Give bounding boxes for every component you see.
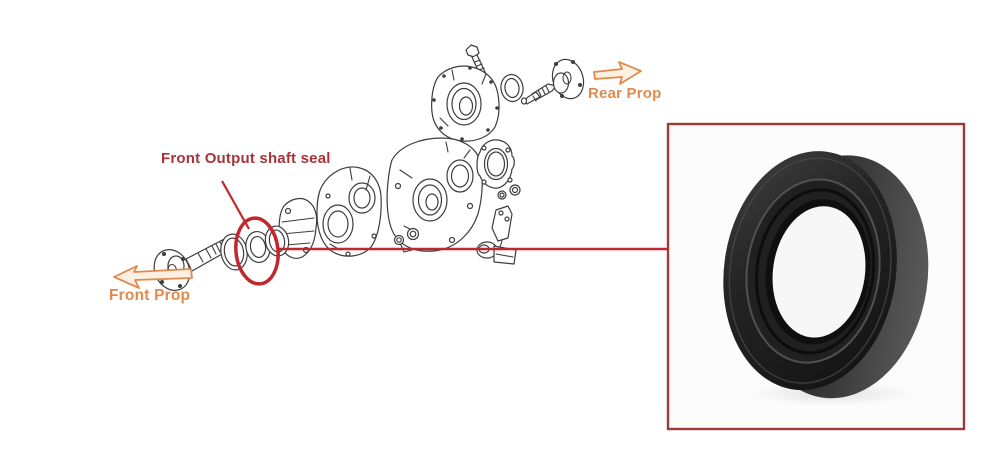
front-prop-arrow-icon <box>113 265 193 289</box>
seal-photo <box>723 151 929 399</box>
rear-retainer-gasket <box>476 139 515 189</box>
bearing-ring <box>220 233 248 271</box>
front-output-seal-label: Front Output shaft seal <box>161 150 331 167</box>
inset-box <box>666 122 966 431</box>
seal-highlight-circle <box>234 216 280 286</box>
front-prop-label: Front Prop <box>109 287 191 304</box>
front-output-shaft-seal-part <box>245 230 271 264</box>
rear-cover-housing <box>431 65 500 142</box>
lock-nuts <box>393 184 521 246</box>
main-transfer-case-housing <box>386 137 483 253</box>
center-case-housing <box>316 166 382 257</box>
rear-prop-arrow-icon <box>593 61 642 85</box>
shift-linkage <box>476 205 517 265</box>
rear-prop-label: Rear Prop <box>588 85 662 102</box>
rear-output-flange <box>520 58 585 105</box>
rear-seal-ring <box>500 73 524 103</box>
